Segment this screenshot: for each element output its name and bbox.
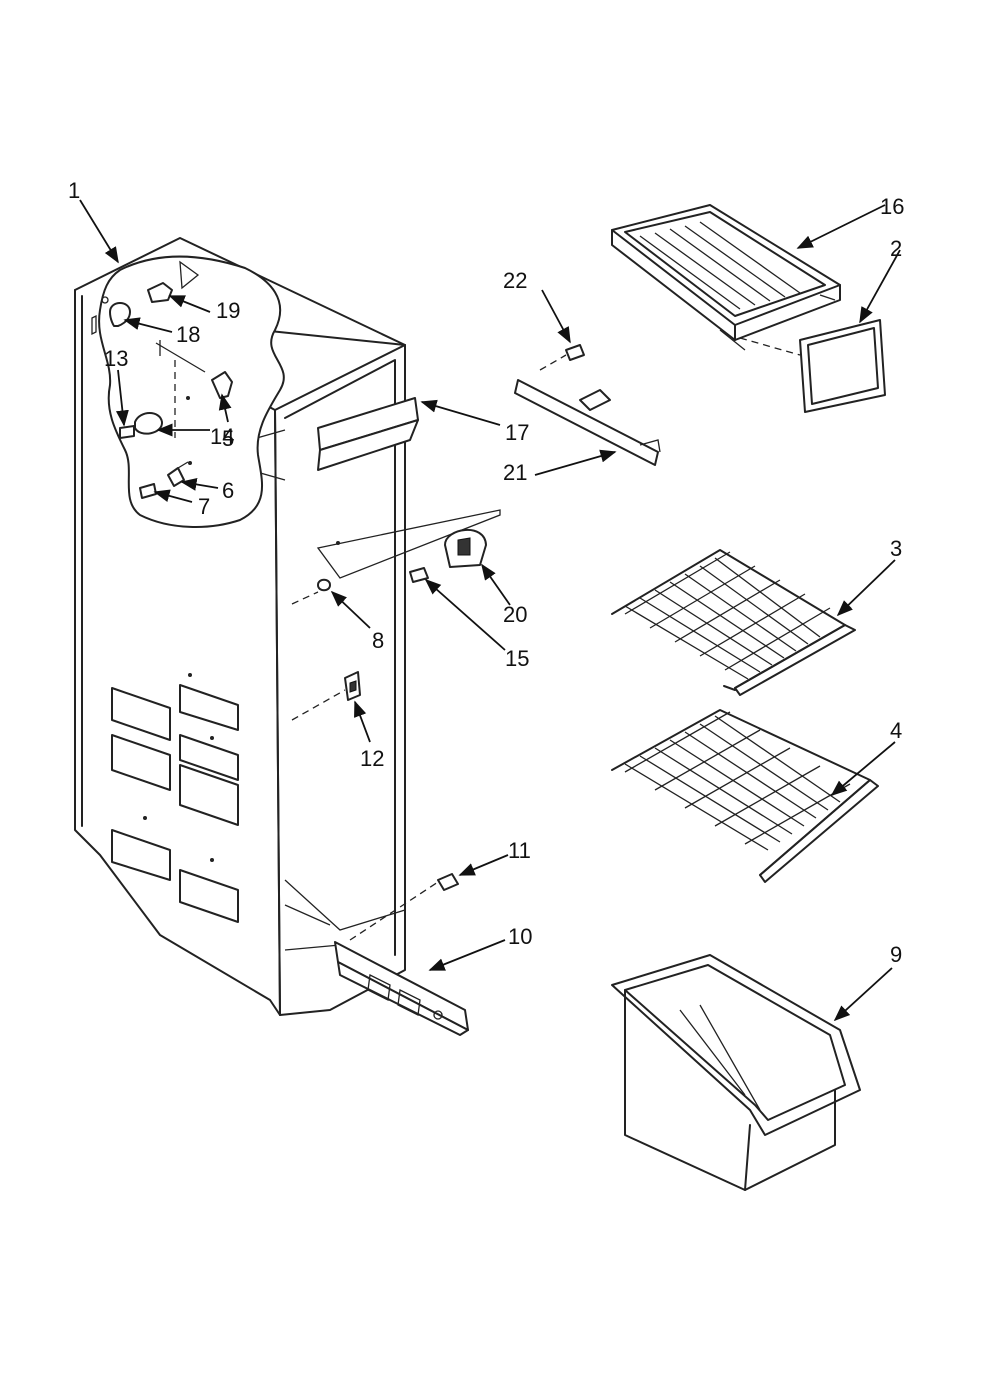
callout-18: 18	[176, 322, 200, 347]
callout-10: 10	[508, 924, 532, 949]
cutaway-parts	[109, 282, 233, 499]
part-21-shelf-support	[514, 379, 661, 466]
callout-11: 11	[508, 838, 531, 863]
part-19-lamp-socket	[147, 282, 173, 303]
callout-6: 6	[222, 478, 234, 503]
callout-14: 14	[210, 424, 234, 449]
callout-labels: 1 19 18 13 5 14 6 7 17 22 21 20 15 8 12 …	[68, 178, 904, 967]
part-5-control-knob	[211, 371, 233, 399]
part-9-freezer-bin	[611, 954, 861, 1191]
center-parts	[291, 509, 501, 1036]
freezer-liner	[74, 237, 406, 1016]
part-11-screw	[437, 873, 459, 891]
callout-22: 22	[503, 268, 527, 293]
callout-leaders	[79, 199, 901, 1022]
part-13-screw	[119, 425, 135, 439]
callout-2: 2	[890, 236, 902, 261]
callout-17: 17	[505, 420, 529, 445]
callout-21: 21	[503, 460, 527, 485]
part-16-glass-shelf	[611, 204, 841, 351]
callout-7: 7	[198, 494, 210, 519]
callout-1: 1	[68, 178, 80, 203]
part-2-shelf-trim	[739, 319, 886, 413]
part-14-thermostat	[134, 412, 163, 435]
callout-19: 19	[216, 298, 240, 323]
callout-9: 9	[890, 942, 902, 967]
callout-5: 5	[222, 426, 234, 451]
part-15-screw	[409, 567, 429, 583]
callout-4: 4	[890, 718, 902, 743]
callout-20: 20	[503, 602, 527, 627]
part-4-wire-shelf	[611, 709, 879, 883]
callout-16: 16	[880, 194, 904, 219]
part-8-screw	[317, 578, 331, 592]
callout-3: 3	[890, 536, 902, 561]
part-17-cover-strip	[317, 397, 419, 471]
callout-8: 8	[372, 628, 384, 653]
part-22-screw	[539, 344, 585, 371]
callout-12: 12	[360, 746, 384, 771]
callout-15: 15	[505, 646, 529, 671]
part-3-wire-shelf	[611, 549, 856, 696]
callout-13: 13	[104, 346, 128, 371]
part-10-lower-grille	[334, 941, 469, 1031]
